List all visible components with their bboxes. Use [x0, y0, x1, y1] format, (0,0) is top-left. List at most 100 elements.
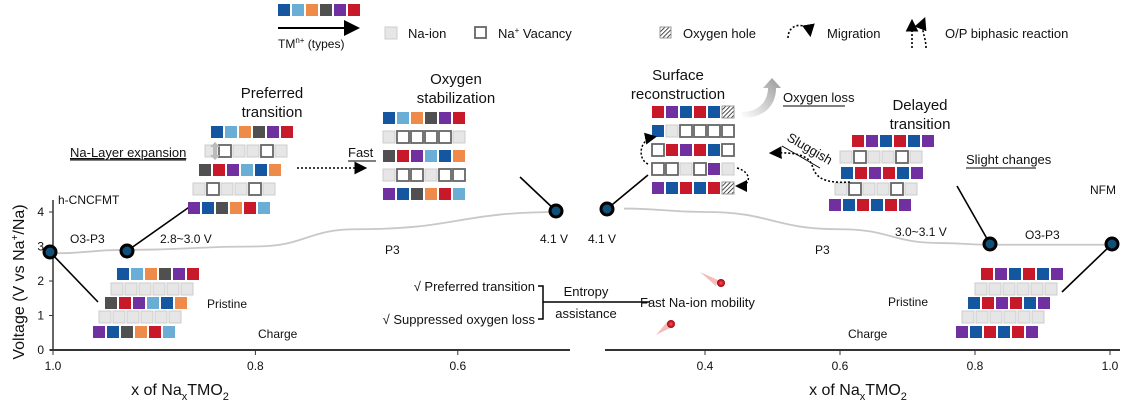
tm-cell: [981, 268, 993, 280]
tm-cell: [216, 202, 228, 214]
surface-title-2: reconstruction: [631, 86, 725, 103]
na-ion-cell: [382, 130, 396, 144]
x-tick-label: 1.0: [1102, 359, 1119, 373]
oxygen-hole-swatch: [659, 26, 672, 39]
tm-cell: [829, 199, 841, 211]
tm-cell: [131, 268, 143, 280]
state-points: [42, 201, 1120, 260]
na-ion-cell: [904, 182, 918, 196]
x-tick-label: 1.0: [45, 359, 62, 373]
tm-cell: [175, 297, 187, 309]
na-ion-cell: [424, 168, 438, 182]
vacancy-cell: [218, 144, 232, 158]
point-o3p3-left: [119, 243, 135, 259]
right-phase-p3: P3: [815, 243, 830, 257]
tm-cell: [439, 112, 451, 124]
na-ion-cell: [876, 182, 890, 196]
tm-cell: [163, 326, 175, 338]
tm-cell: [866, 135, 878, 147]
na-ion-cell: [232, 144, 246, 158]
tm-cell: [708, 163, 720, 175]
assistance-label: assistance: [555, 306, 616, 321]
left-voltage-curve: [52, 211, 560, 255]
na-ion-cell: [154, 310, 168, 324]
oxygen-stabilization-title-2: stabilization: [417, 90, 495, 107]
na-ion-cell: [274, 144, 288, 158]
tm-cell: [255, 164, 267, 176]
left-voltage-range: 2.8~3.0 V: [160, 232, 212, 246]
surface-reconstruction-structure: [651, 105, 735, 195]
left-x-axis-label: x of NaxTMO2: [131, 382, 229, 403]
vacancy-cell: [895, 150, 909, 164]
tm-cell: [188, 202, 200, 214]
na-ion-cell: [246, 144, 260, 158]
migration-arrow-right: [735, 167, 750, 192]
connector-lines: [49, 174, 1113, 303]
delayed-title-2: transition: [890, 116, 951, 133]
check-preferred-transition: √ Preferred transition: [414, 279, 535, 294]
tm-cell: [1051, 268, 1063, 280]
na-ion-cell: [192, 182, 206, 196]
na-ion-cell: [679, 162, 693, 176]
right-phase-o3p3: O3-P3: [1025, 228, 1060, 242]
tm-cell: [1023, 268, 1035, 280]
tm-cell: [883, 167, 895, 179]
na-ion-cell: [665, 124, 679, 138]
tm-cell: [244, 202, 256, 214]
na-ion-cell: [180, 282, 194, 296]
migration-icon: [787, 23, 815, 39]
tm-cell: [411, 188, 423, 200]
na-ion-cell: [1016, 282, 1030, 296]
na-ion-cell: [1003, 310, 1017, 324]
point-o3p3-right: [982, 236, 998, 252]
vacancy-cell: [707, 124, 721, 138]
point-4v1-left: [548, 203, 564, 219]
na-ion-cell: [220, 182, 234, 196]
fast-na-mobility-label: Fast Na-ion mobility: [640, 295, 755, 310]
na-ion-cell: [975, 310, 989, 324]
tm-cell: [348, 4, 360, 16]
tm-cell: [269, 164, 281, 176]
tm-cell: [880, 135, 892, 147]
y-tick-label: 3: [37, 240, 44, 254]
left-pristine-structure: [93, 268, 199, 338]
oxygen-hole-cell: [721, 105, 735, 119]
na-ion-cell: [98, 310, 112, 324]
right-pristine-label: Pristine: [888, 295, 928, 309]
tm-cell: [93, 326, 105, 338]
tm-cell: [852, 135, 864, 147]
ball-trail: [700, 272, 718, 286]
tm-cell: [984, 326, 996, 338]
right-voltage-range: 3.0~3.1 V: [895, 225, 947, 239]
tm-types-swatches: [278, 4, 360, 16]
tm-cell: [1010, 297, 1022, 309]
x-tick-label: 0.6: [449, 359, 466, 373]
na-ion-cell: [110, 282, 124, 296]
na-ion-cell: [1002, 282, 1016, 296]
entropy-bracket: [538, 285, 650, 320]
tm-cell: [267, 126, 279, 138]
tm-cell: [187, 268, 199, 280]
tm-cell: [652, 125, 664, 137]
entropy-label: Entropy: [564, 284, 609, 299]
na-ion-cell: [234, 182, 248, 196]
tm-cell: [425, 150, 437, 162]
vacancy-cell: [452, 168, 466, 182]
vacancy-cell: [438, 168, 452, 182]
op-biphasic-label: O/P biphasic reaction: [945, 26, 1068, 41]
left-sample-label: h-CNCFMT: [58, 193, 120, 207]
tm-cell: [708, 144, 720, 156]
vacancy-cell: [410, 168, 424, 182]
na-ion-ball: [717, 279, 725, 287]
tm-cell: [133, 297, 145, 309]
tm-cell: [970, 326, 982, 338]
tm-cell: [652, 106, 664, 118]
vacancy-cell: [206, 182, 220, 196]
tm-cell: [292, 4, 304, 16]
left-phase-o3p3: O3-P3: [70, 232, 105, 246]
left-phase-p3: P3: [385, 243, 400, 257]
oxygen-loss-label: Oxygen loss: [783, 90, 855, 105]
vacancy-cell: [651, 162, 665, 176]
na-ion-ball: [667, 320, 675, 328]
vacancy-cell: [721, 143, 735, 157]
